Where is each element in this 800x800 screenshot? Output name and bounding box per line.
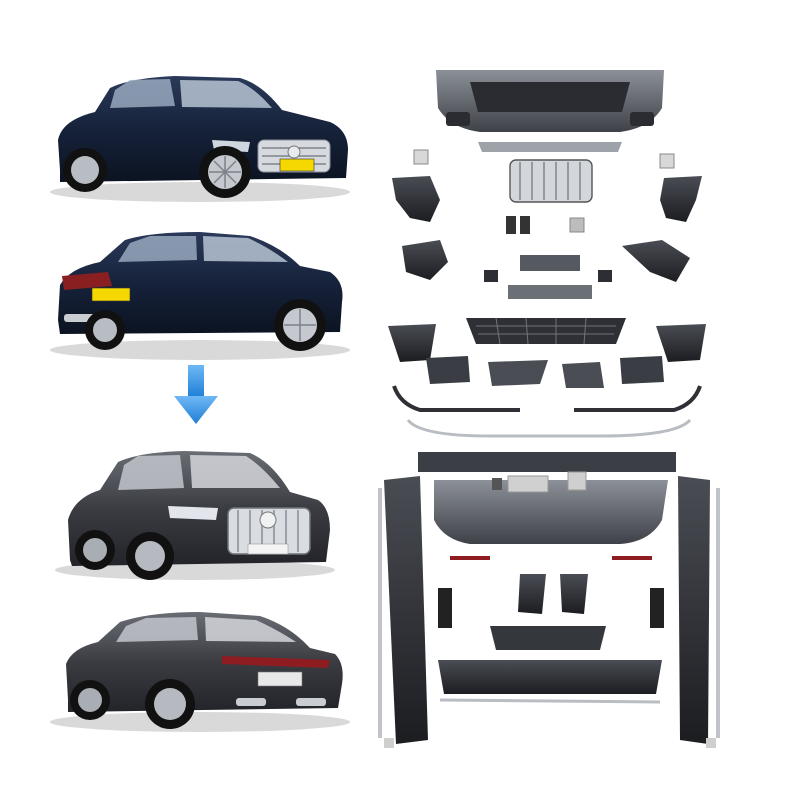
- car-after-rear: [50, 612, 350, 732]
- down-arrow-icon: [174, 365, 218, 424]
- car-before-front: [50, 76, 350, 202]
- car-after-front: [55, 451, 335, 580]
- bodykit-parts: [378, 70, 720, 748]
- car-before-rear: [50, 232, 350, 360]
